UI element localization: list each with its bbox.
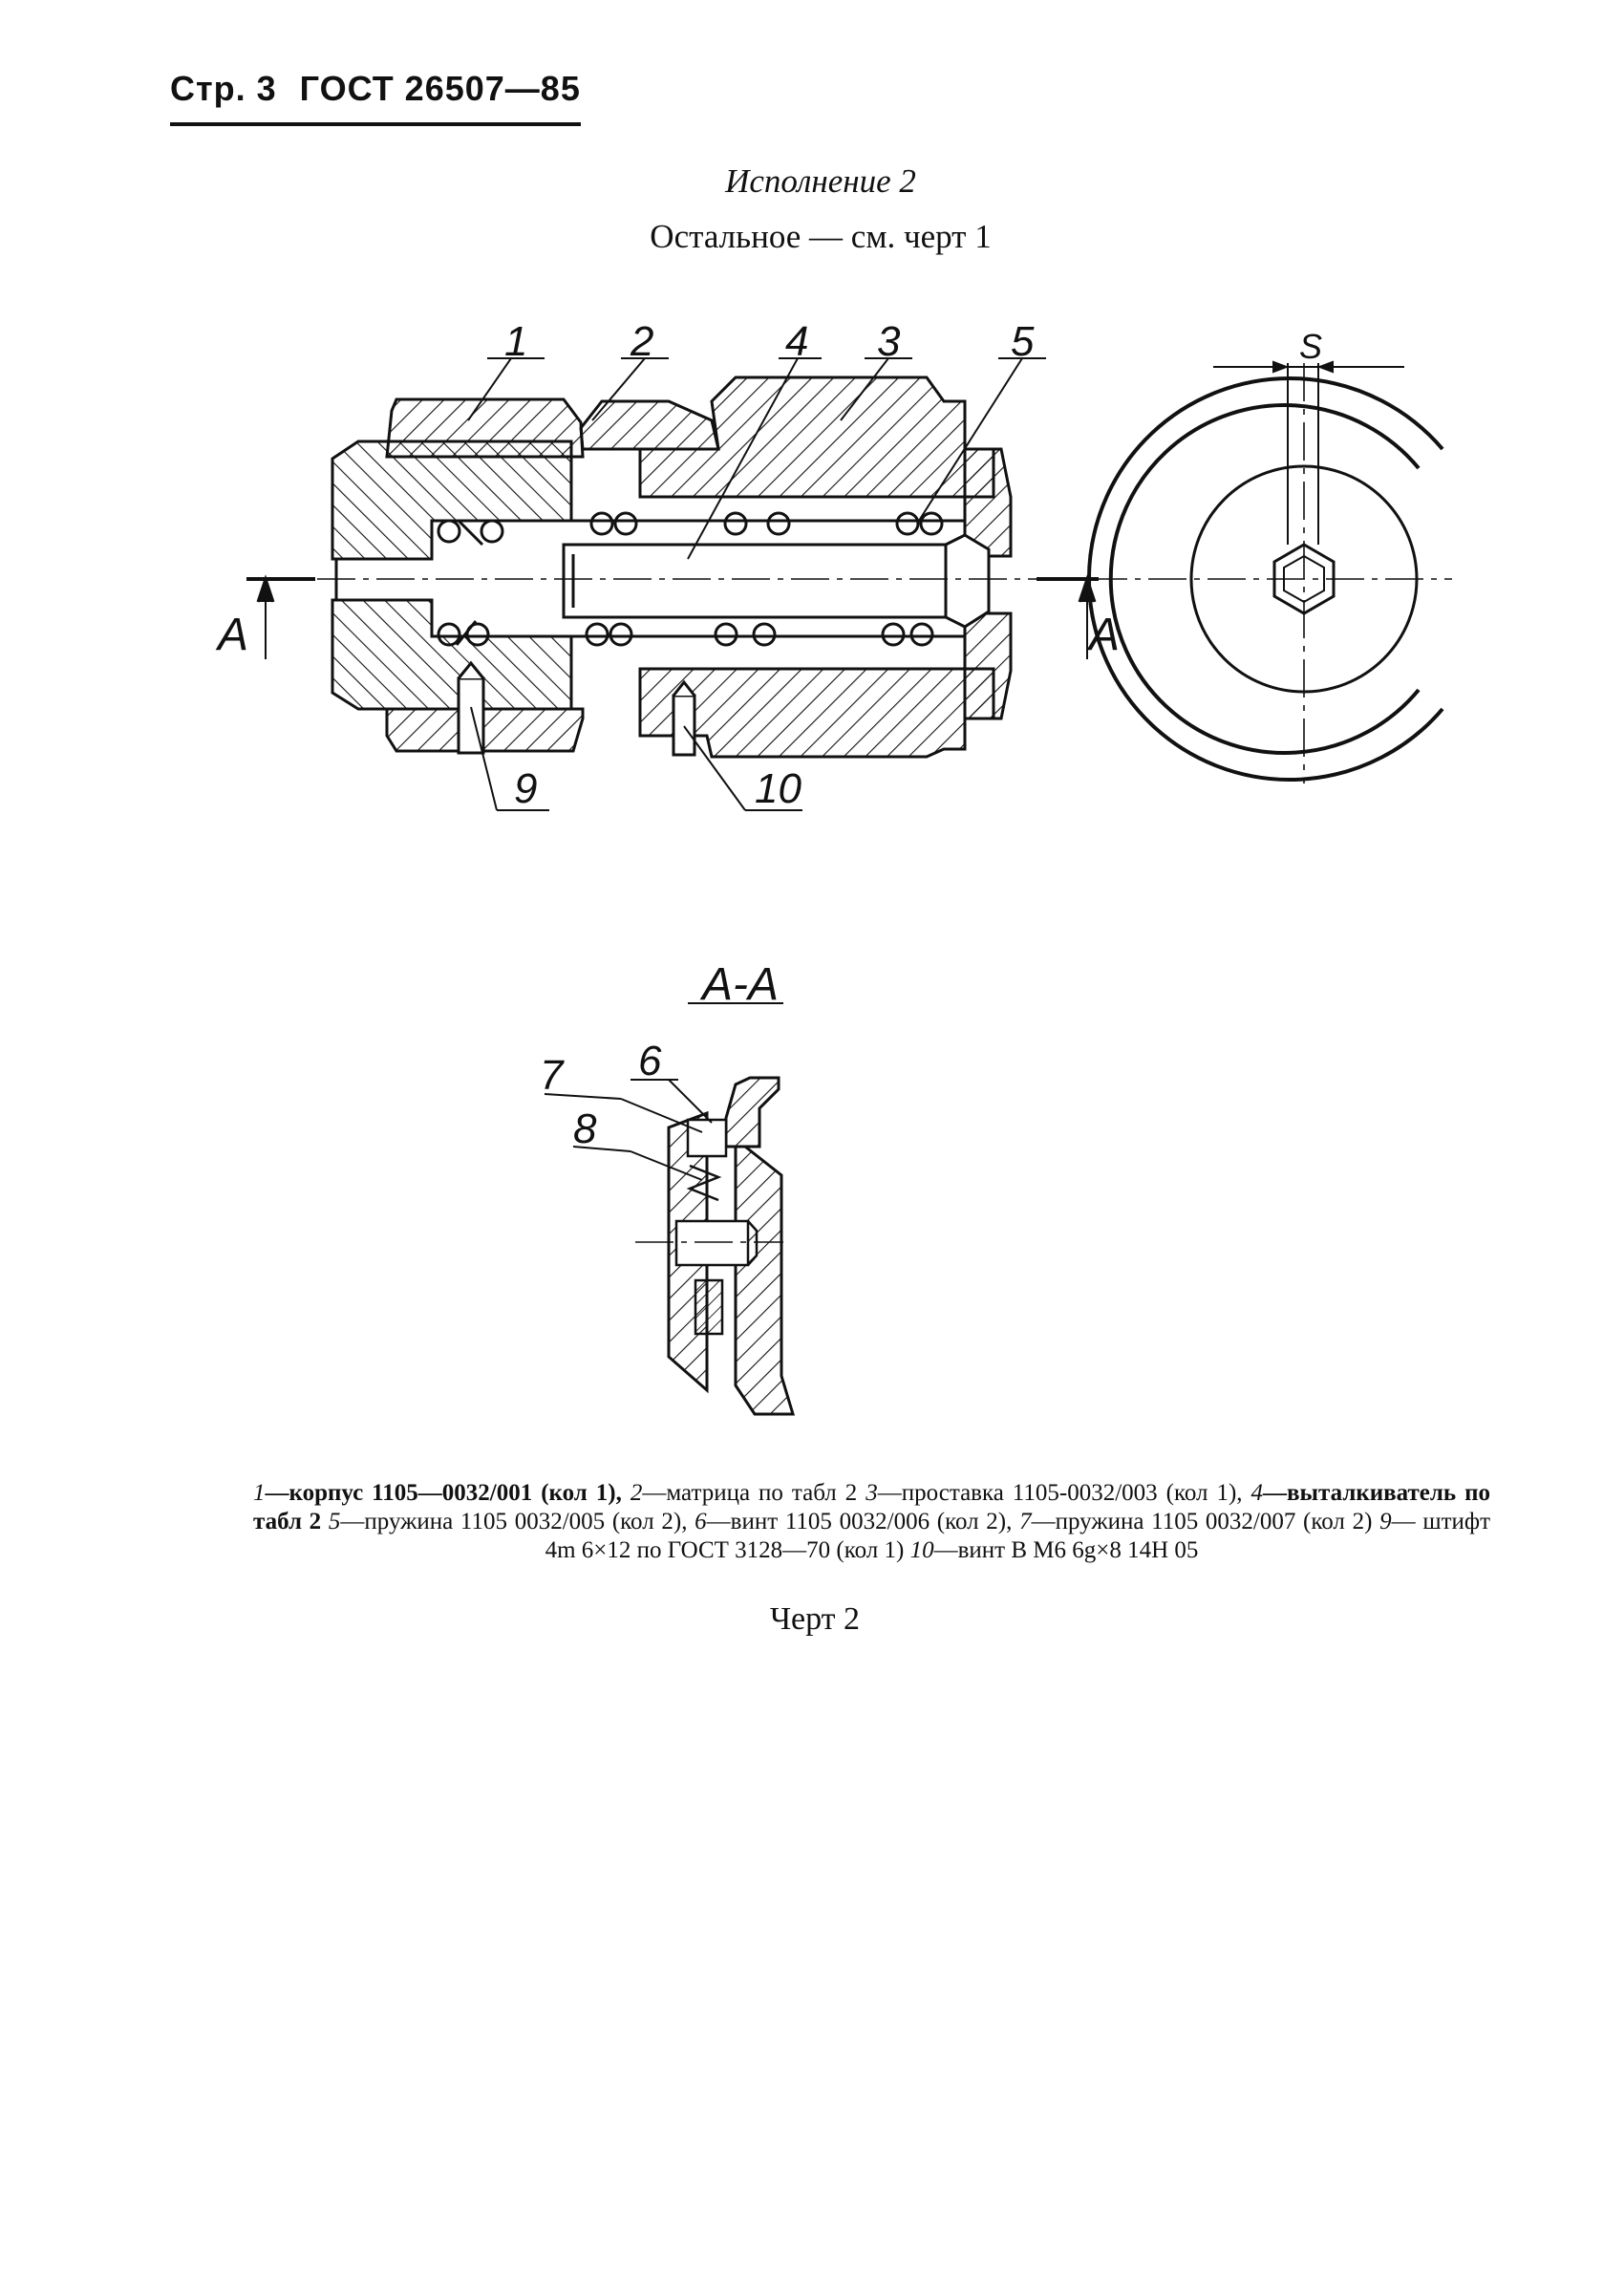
- technical-drawing: 1 2 4 3 5 9 10 6 7 8 S A A А-А: [215, 318, 1452, 1416]
- callout-3: 3: [877, 318, 901, 365]
- section-marker-right: A: [1086, 610, 1120, 660]
- end-view: [1087, 360, 1452, 783]
- callout-4: 4: [785, 318, 808, 365]
- legend-item: 3—проставка 1105-0032/003 (кол 1),: [866, 1480, 1243, 1506]
- callout-1: 1: [504, 318, 527, 365]
- callout-10: 10: [755, 765, 802, 812]
- main-section-view: [246, 357, 1099, 811]
- legend-item: 5—пружина 1105 0032/005 (кол 2),: [328, 1509, 688, 1534]
- callout-2: 2: [630, 318, 653, 365]
- section-marker-left: A: [215, 610, 248, 660]
- section-a-a-view: [544, 1002, 796, 1416]
- callout-6: 6: [638, 1038, 662, 1084]
- legend-item: 7—пружина 1105 0032/007 (кол 2): [1019, 1509, 1373, 1534]
- variant-title: Исполнение 2: [725, 162, 916, 200]
- legend-item: 6—винт 1105 0032/006 (кол 2),: [695, 1509, 1013, 1534]
- callout-7: 7: [540, 1052, 565, 1099]
- standard-code: ГОСТ 26507—85: [299, 69, 581, 108]
- section-title: А-А: [699, 959, 779, 1010]
- page-header: Стр. 3 ГОСТ 26507—85: [170, 69, 581, 126]
- legend-item: 10—винт В М6 6g×8 14Н 05: [909, 1537, 1199, 1563]
- dimension-s-label: S: [1299, 327, 1322, 366]
- rest-note: Остальное — см. черт 1: [650, 218, 992, 255]
- legend-item: 2—матрица по табл 2: [630, 1480, 858, 1506]
- page-number: Стр. 3: [170, 69, 277, 108]
- callout-9: 9: [514, 765, 537, 812]
- legend-item: 4—выталкиватель по табл 2: [253, 1480, 1491, 1534]
- legend-item: 1—корпус 1105—0032/001 (кол 1),: [253, 1480, 622, 1506]
- parts-legend: 1—корпус 1105—0032/001 (кол 1), 2—матриц…: [253, 1479, 1490, 1565]
- callout-8: 8: [573, 1105, 597, 1152]
- callout-5: 5: [1011, 318, 1035, 365]
- legend-item: 9— штифт 4m 6×12 по ГОСТ 3128—70 (кол 1): [545, 1509, 1491, 1563]
- figure-label: Черт 2: [769, 1601, 861, 1637]
